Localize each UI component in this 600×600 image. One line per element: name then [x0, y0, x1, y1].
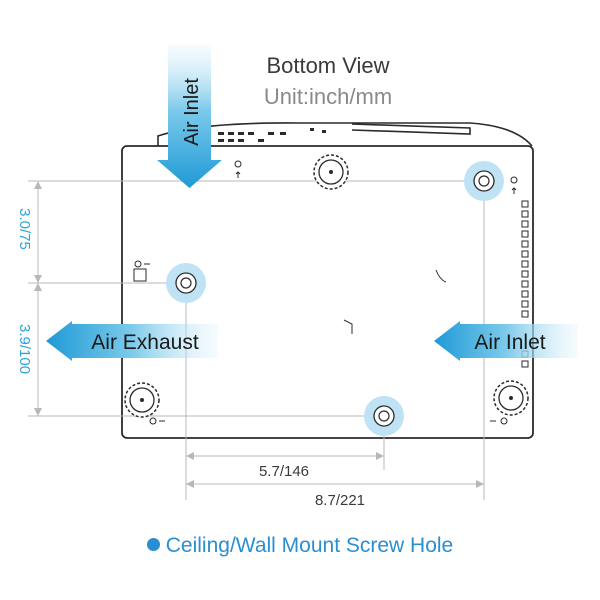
foot-top-center [313, 154, 349, 190]
air-inlet-right-label: Air Inlet [474, 331, 545, 354]
dim-horizontal-short: 5.7/146 [259, 463, 309, 480]
screw-hole-legend-dot [146, 538, 160, 551]
view-title: Bottom View [266, 53, 389, 78]
air-exhaust-label: Air Exhaust [91, 331, 199, 354]
screw-hole-middle-left [166, 263, 206, 303]
foot-bottom-right [493, 380, 529, 416]
unit-label: Unit:inch/mm [264, 84, 392, 109]
foot-bottom-left [124, 382, 160, 418]
legend: Ceiling/Wall Mount Screw Hole [0, 534, 600, 558]
side-vents [521, 200, 529, 368]
air-inlet-right-arrow: Air Inlet [434, 321, 578, 361]
dim-vertical-lower: 3.9/100 [16, 324, 33, 374]
body-markings [133, 160, 518, 425]
air-inlet-top-label: Air Inlet [181, 78, 203, 146]
screw-hole-bottom-center [364, 396, 404, 436]
air-inlet-top-arrow: Air Inlet [157, 45, 222, 188]
dimension-lines [28, 180, 485, 500]
legend-label: Ceiling/Wall Mount Screw Hole [165, 534, 454, 557]
dim-vertical-upper: 3.0/75 [16, 208, 33, 250]
dimension-arrowheads [34, 181, 484, 488]
projector-top-edge [157, 122, 533, 147]
screw-hole-top-right [464, 161, 504, 201]
projector-body [121, 145, 534, 439]
dim-horizontal-long: 8.7/221 [315, 492, 365, 509]
air-exhaust-arrow: Air Exhaust [46, 321, 218, 361]
